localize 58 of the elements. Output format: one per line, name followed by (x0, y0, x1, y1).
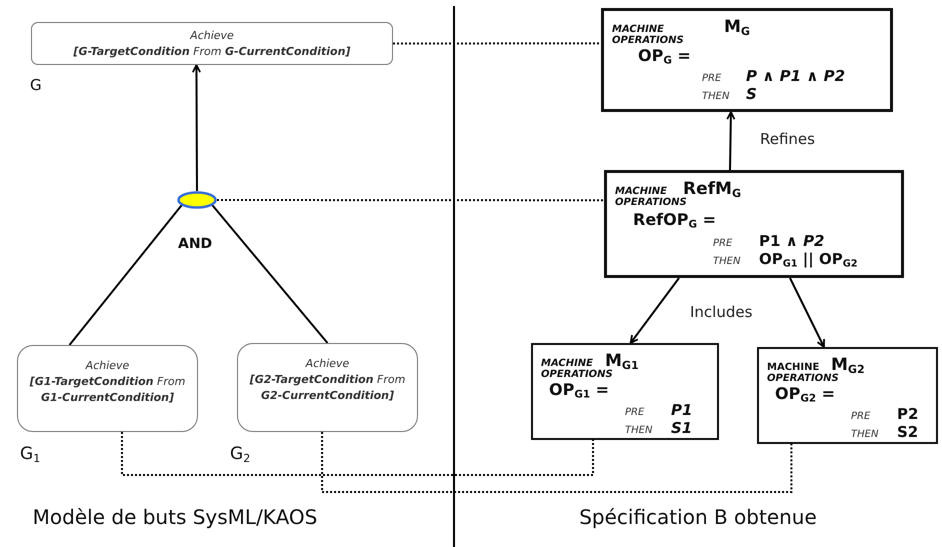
operation-name: OP$_{G2}$ = (775, 384, 836, 405)
keyword: PRE (713, 238, 734, 249)
keyword: MACHINE (615, 186, 668, 197)
goal-condition: [G-TargetCondition From G-CurrentCondition] (74, 44, 350, 60)
goal-keyword: Achieve (190, 28, 234, 44)
goal-box (31, 22, 393, 65)
operation-name: RefOP$_{G}$ = (633, 210, 716, 231)
machine-name: M$_{G}$ (724, 17, 750, 38)
machine-box (531, 343, 719, 440)
precondition: P2 (897, 404, 918, 423)
keyword: MACHINE (612, 24, 666, 35)
precondition: P1 ∧ P2 (759, 232, 824, 250)
substitution: S2 (897, 422, 918, 441)
keyword: THEN (702, 91, 730, 102)
goal-box (17, 345, 198, 432)
dotted-line (120, 432, 594, 476)
keyword: THEN (713, 256, 742, 267)
keyword: THEN (625, 424, 654, 436)
arrow (789, 278, 825, 348)
keyword: MACHINE (541, 358, 594, 369)
connector-line (211, 204, 328, 344)
operation-name: OP$_{G1}$ = (549, 380, 610, 401)
machine-box (604, 170, 904, 278)
connector-line (68, 204, 183, 346)
precondition: P1 (671, 400, 692, 419)
arrow (630, 277, 680, 344)
goal-keyword: Achieve (306, 356, 350, 372)
goal-condition: [G2-TargetCondition From G2-CurrentCondition] (248, 372, 406, 404)
operation-name: OP$_{G}$ = (638, 46, 691, 67)
substitution: S1 (671, 418, 692, 437)
keyword: MACHINE (767, 362, 820, 373)
dotted-line (321, 432, 792, 493)
substitution: OP$_{G1}$ || OP$_{G2}$ (759, 250, 858, 269)
goal-label: G$_{2}$ (230, 444, 250, 465)
arrow (192, 64, 201, 191)
keyword: OPERATIONS (541, 369, 613, 380)
goal-keyword: Achieve (86, 358, 130, 374)
arrow (726, 111, 736, 170)
goal-label: G (30, 76, 42, 94)
machine-box (757, 347, 938, 444)
section-caption: Modèle de buts SysML/KAOS (32, 505, 318, 529)
keyword: THEN (851, 428, 880, 440)
dotted-line (393, 42, 601, 44)
keyword: OPERATIONS (767, 373, 839, 384)
goal-label: G$_{1}$ (20, 444, 40, 465)
substitution: S (746, 85, 757, 103)
keyword: OPERATIONS (612, 35, 684, 46)
keyword: PRE (625, 406, 646, 418)
precondition: P ∧ P1 ∧ P2 (746, 67, 846, 85)
goal-label: AND (178, 236, 212, 252)
section-caption: Spécification B obtenue (579, 505, 817, 529)
dotted-line (217, 199, 604, 202)
keyword: OPERATIONS (615, 197, 687, 208)
machine-box (601, 8, 893, 112)
keyword: PRE (702, 73, 722, 84)
keyword: PRE (851, 410, 872, 422)
goal-condition: [G1-TargetCondition From G1-CurrentCondition] (28, 374, 186, 406)
goal-box (237, 343, 418, 432)
